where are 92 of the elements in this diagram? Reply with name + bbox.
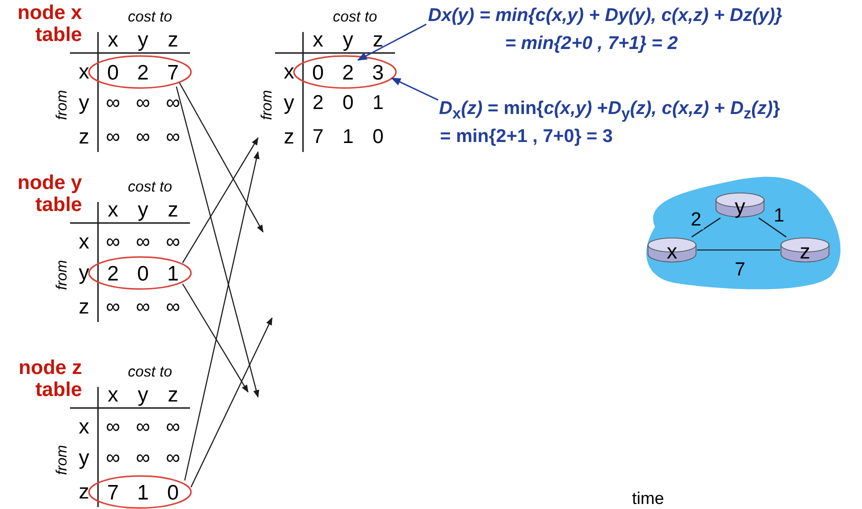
row-header: x bbox=[78, 62, 90, 82]
highlight-ellipse bbox=[293, 55, 397, 89]
column-header: y bbox=[138, 30, 148, 50]
cost-value: 0 bbox=[372, 127, 384, 147]
cost-value: 7 bbox=[312, 127, 324, 147]
arrow bbox=[190, 317, 272, 488]
cost-value: ∞ bbox=[106, 232, 120, 252]
axis-caption: from bbox=[54, 90, 70, 120]
column-header: z bbox=[372, 30, 384, 50]
cost-value: ∞ bbox=[166, 448, 180, 468]
column-header: y bbox=[138, 200, 148, 220]
cost-value: ∞ bbox=[136, 448, 150, 468]
cost-value: ∞ bbox=[136, 417, 150, 437]
link-line bbox=[691, 218, 721, 238]
arrow bbox=[176, 86, 260, 398]
cost-value: 1 bbox=[372, 93, 384, 113]
axis-caption: cost to bbox=[128, 180, 172, 194]
equation-line: = min{2+1 , 7+0} = 3 bbox=[440, 127, 613, 146]
row-header: z bbox=[78, 126, 90, 148]
cost-value: ∞ bbox=[166, 297, 180, 317]
cost-value: 2 bbox=[342, 62, 354, 84]
cost-value: 7 bbox=[167, 62, 179, 84]
highlight-ellipse bbox=[88, 475, 192, 509]
cost-value: ∞ bbox=[166, 232, 180, 252]
cost-value: ∞ bbox=[166, 127, 180, 147]
row-header: x bbox=[78, 232, 90, 252]
equation-line: D$_{x}$(z) = min{c(x,y) +D$_{y}$(z), c(x,z) + D$_{z}$(z)} bbox=[439, 99, 780, 122]
highlight-ellipse bbox=[88, 55, 192, 89]
cost-value: ∞ bbox=[136, 93, 150, 113]
axis-caption: cost to bbox=[128, 364, 172, 380]
cost-value: 1 bbox=[167, 264, 179, 284]
row-header: y bbox=[78, 448, 90, 468]
axis-caption: from bbox=[54, 260, 70, 290]
cost-value: ∞ bbox=[106, 93, 120, 113]
cost-value: ∞ bbox=[136, 297, 150, 317]
row-header: z bbox=[284, 126, 294, 148]
column-header: x bbox=[108, 30, 118, 50]
cost-value: 0 bbox=[312, 62, 324, 84]
cost-value: 1 bbox=[342, 127, 354, 147]
table-title: node z table bbox=[18, 357, 82, 401]
link-line bbox=[697, 249, 780, 251]
cost-value: ∞ bbox=[106, 297, 120, 317]
column-header: x bbox=[108, 200, 118, 220]
cost-value: ∞ bbox=[166, 417, 180, 437]
cost-value: 2 bbox=[312, 93, 324, 113]
cost-value: ∞ bbox=[136, 127, 150, 147]
cost-value: 3 bbox=[372, 62, 384, 84]
column-header: y bbox=[342, 30, 354, 50]
row-header: y bbox=[78, 92, 90, 114]
cost-value: 0 bbox=[107, 62, 119, 84]
cost-value: 2 bbox=[107, 264, 119, 284]
column-header: x bbox=[312, 30, 324, 50]
cost-value: ∞ bbox=[106, 417, 120, 437]
cost-value: ∞ bbox=[106, 127, 120, 147]
row-header: z bbox=[78, 296, 90, 318]
axis-caption: from bbox=[54, 445, 70, 475]
arrow bbox=[179, 82, 264, 233]
cost-value: 2 bbox=[137, 62, 149, 84]
row-header: x bbox=[284, 62, 294, 82]
column-header: x bbox=[108, 384, 118, 406]
highlight-ellipse bbox=[88, 256, 192, 290]
cost-value: ∞ bbox=[166, 93, 180, 113]
cost-value: ∞ bbox=[106, 448, 120, 468]
cost-value: ∞ bbox=[136, 232, 150, 252]
equation-line: Dx(y) = min{c(x,y) + Dy(y), c(x,z) + Dz(y)} bbox=[428, 6, 782, 24]
edge-label: 2 bbox=[688, 210, 704, 230]
axis-caption: from bbox=[260, 90, 274, 120]
arrow bbox=[390, 77, 438, 101]
arrow bbox=[182, 137, 258, 264]
row-header: z bbox=[78, 482, 90, 502]
column-header: y bbox=[138, 384, 148, 406]
axis-caption: cost to bbox=[332, 10, 378, 24]
axis-caption: time bbox=[632, 490, 664, 507]
link-line bbox=[758, 218, 787, 238]
arrow bbox=[357, 24, 427, 61]
row-header: y bbox=[284, 92, 294, 114]
axis-caption: cost to bbox=[128, 10, 172, 24]
row-header: x bbox=[78, 416, 90, 438]
column-header: z bbox=[168, 384, 178, 406]
table-title: node x table bbox=[16, 2, 82, 46]
column-header: z bbox=[168, 30, 178, 50]
cost-value: 1 bbox=[137, 482, 149, 504]
cost-value: 0 bbox=[167, 482, 179, 504]
row-header: y bbox=[78, 262, 90, 284]
arrow bbox=[184, 151, 260, 481]
column-header: z bbox=[168, 200, 178, 220]
arrow bbox=[182, 284, 248, 393]
equation-line: = min{2+0 , 7+1} = 2 bbox=[505, 34, 678, 52]
cost-value: 7 bbox=[107, 482, 119, 504]
cost-value: 0 bbox=[342, 93, 354, 113]
cost-value: 0 bbox=[137, 264, 149, 284]
table-title: node y table bbox=[16, 172, 82, 216]
